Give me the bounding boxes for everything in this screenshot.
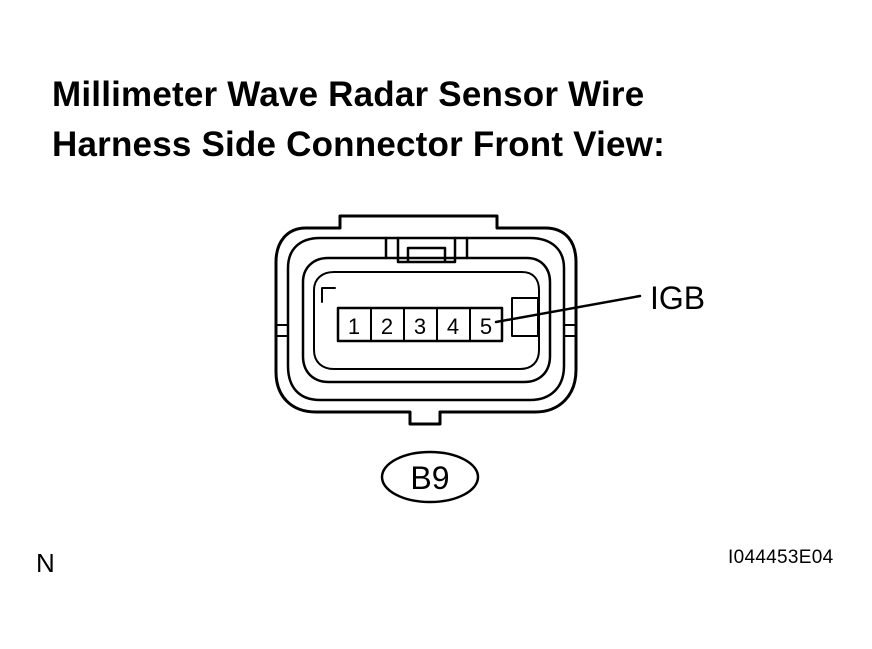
pin-number: 3 [414,314,426,339]
footer-left-note: N [36,548,55,578]
pin-block [336,306,504,343]
connector-lug-right [563,324,577,337]
igb-leader-line [494,294,642,324]
pin-number: 5 [480,314,492,339]
connector-key-right [511,297,539,337]
connector-code-label: B9 [410,460,449,496]
pin-number: 2 [381,314,393,339]
connector-key-left [321,287,336,303]
connector-cavity-outline [301,256,552,384]
connector-housing-outline [274,214,578,426]
figure-id: I044453E04 [728,547,834,568]
connector-latch [384,236,469,264]
title-line-1: Millimeter Wave Radar Sensor Wire [52,75,645,114]
diagram-title: Millimeter Wave Radar Sensor Wire Harnes… [52,70,665,170]
connector-code-oval [380,450,480,504]
connector-housing-inner-outline [286,236,566,402]
connector-cavity-inner-outline [313,271,540,370]
title-line-2: Harness Side Connector Front View: [52,125,665,164]
igb-callout-label: IGB [650,280,705,316]
connector-lug-left [275,324,289,337]
pin-number: 4 [447,314,459,339]
pin-number: 1 [348,314,360,339]
